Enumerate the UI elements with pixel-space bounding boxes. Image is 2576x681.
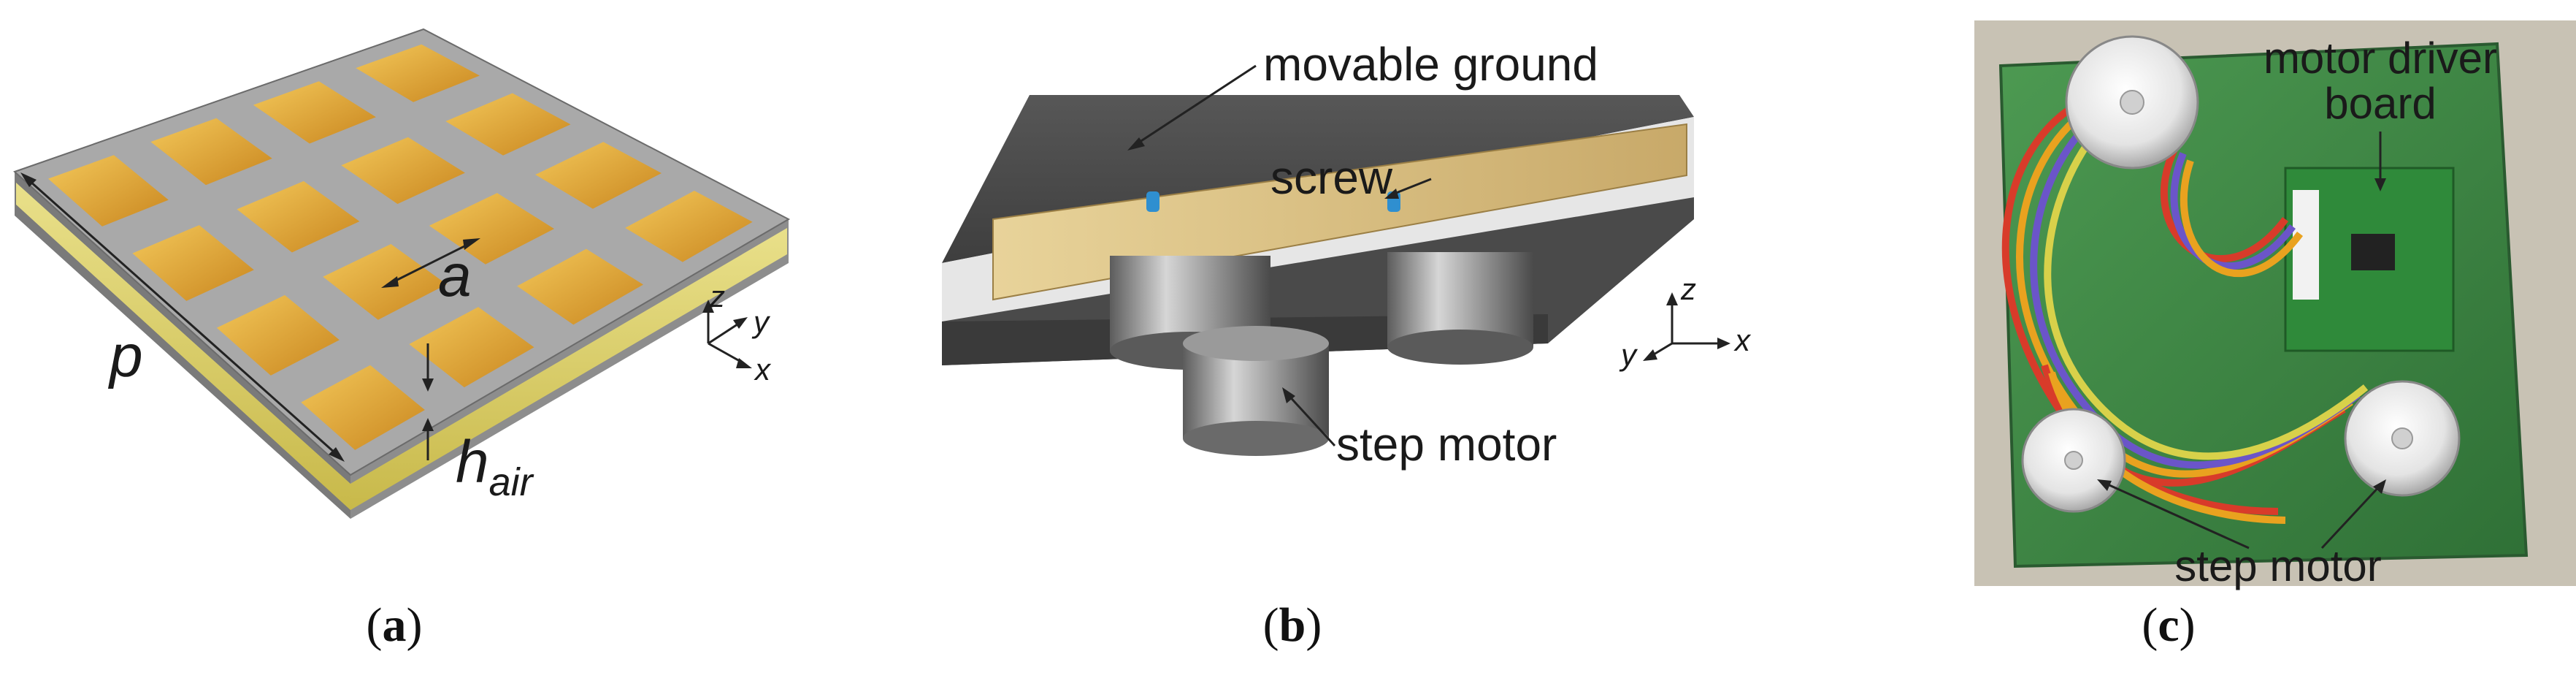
metal-patch [132,225,254,301]
label-step-motor-c: step motor [2174,541,2381,590]
metal-patch [429,193,554,265]
step-motor-top [2065,35,2199,170]
dimension-p-line [23,174,342,460]
label-a: a [438,243,472,309]
metal-patch [535,142,662,209]
panel-a-illustration: p a hair z y x [13,28,791,519]
axis-y-label-a: y [751,305,771,339]
metal-patch [216,294,340,376]
dimension-a-line [386,240,475,286]
metal-patch [445,93,571,156]
metal-patch [341,137,465,205]
metal-patch [237,180,360,253]
driver-chip [2351,234,2395,270]
step-motor-bottom-right [2344,380,2461,497]
arrow-step-motor-c-left [2102,481,2250,549]
label-motor-driver-line2: board [2324,79,2436,128]
dimension-h-arrow-top [422,378,434,392]
dimension-a-arrow-end [463,238,480,250]
air-gap-left [16,183,350,510]
label-movable-ground: movable ground [1263,38,1598,91]
axis-x-label-b: x [1733,323,1752,357]
panel-b: movable ground screw step motor z x y (b… [847,0,1840,681]
arrow-head-screw [1384,189,1399,199]
air-gap-front [350,228,787,510]
caption-b: (b) [1262,598,1322,652]
arrow-head-motor-c-left [2097,479,2112,491]
metal-patch [517,248,643,325]
label-h: h [456,429,489,495]
label-h-air: hair [456,429,534,504]
panel-c: motor driver board step motor (c) [1840,0,2576,681]
dimension-a-arrow-start [381,276,399,288]
dimension-p-arrow-end [329,447,345,462]
dimension-p-arrow-start [20,172,37,187]
step-motor-bottom-left [2021,408,2126,513]
axis-x-label-a: x [754,352,772,387]
arrow-head-ground [1127,137,1145,151]
caption-c-letter: c [2158,598,2180,652]
metal-patch [150,118,272,186]
dimension-h-arrow-bottom [422,418,434,431]
driver-connector [2293,190,2319,300]
label-step-motor-b: step motor [1336,418,1557,471]
axis-triad-a: z y x [702,279,772,387]
metal-patch [356,44,480,102]
caption-b-letter: b [1279,598,1306,652]
label-motor-driver-line1: motor driver [2263,34,2497,83]
panel-a: p a hair z y x (a) [0,0,847,681]
metal-patch [301,365,425,450]
patch-array [48,44,753,450]
step-motor-front [1183,326,1329,456]
panel-c-photo: motor driver board step motor [1974,20,2576,590]
metal-patch [409,307,534,388]
arrow-head-driver [2374,178,2386,191]
screw-left [1146,191,1159,212]
arrow-step-motor-c-right [2320,482,2383,549]
arrow-movable-ground [1132,64,1257,148]
step-motor-right [1387,252,1533,365]
arrow-step-motor-b [1285,392,1336,447]
axis-z-label-a: z [709,279,725,313]
axis-z-label-b: z [1680,272,1696,306]
axis-y-label-b: y [1619,338,1638,372]
metal-patch [253,81,376,144]
metal-patch [625,191,753,262]
arrow-head-motor-b [1282,387,1295,403]
caption-a: (a) [366,598,423,652]
axis-triad-b: z x y [1619,272,1752,372]
arrow-head-motor-c-right [2373,479,2386,494]
metal-patch [48,155,169,227]
label-p: p [107,323,143,389]
caption-c: (c) [2142,598,2196,652]
panel-b-illustration: movable ground screw step motor z x y [942,38,1752,471]
metal-patch [323,244,447,320]
label-screw: screw [1270,151,1393,204]
caption-a-letter: a [382,598,407,652]
label-h-sub: air [489,460,534,504]
